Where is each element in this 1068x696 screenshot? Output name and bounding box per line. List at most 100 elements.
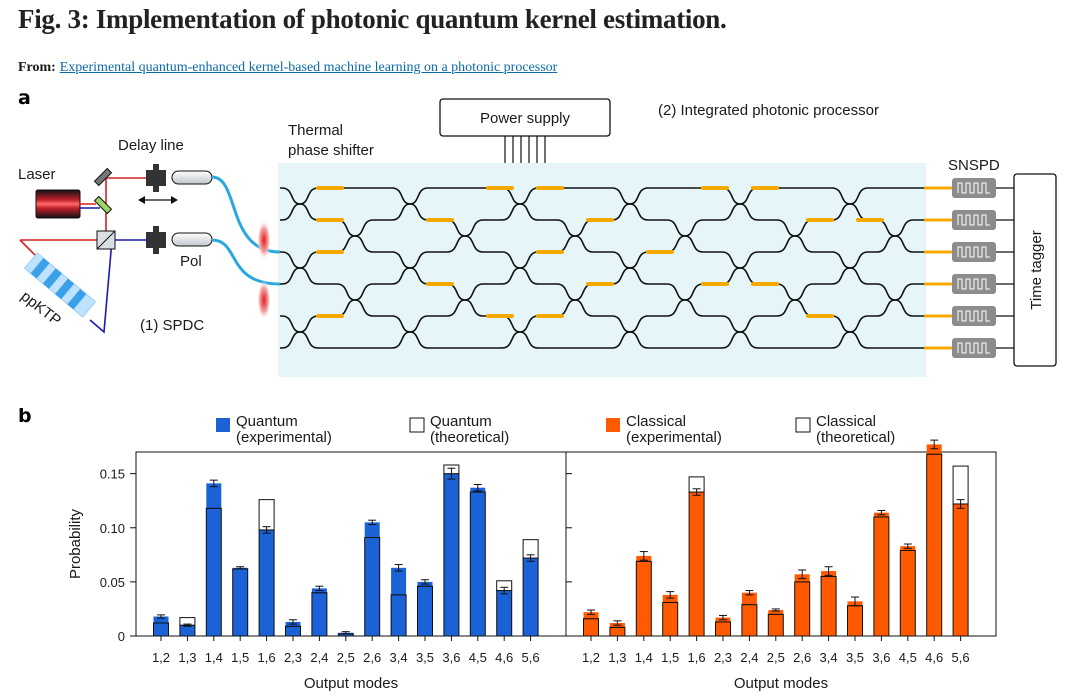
exp-bar-top <box>153 616 169 624</box>
x-tick-label: 1,4 <box>205 650 223 665</box>
exp-bar <box>258 529 275 637</box>
exp-bar <box>153 622 169 637</box>
exp-bar-top <box>768 610 784 615</box>
x-tick-label: 2,3 <box>284 650 302 665</box>
exp-bar <box>820 575 837 637</box>
exp-bar-top <box>926 444 942 455</box>
exp-bar <box>926 453 943 637</box>
fiber-coupler-bottom <box>171 232 213 247</box>
exp-bar <box>311 592 328 637</box>
snspd-detectors <box>924 178 1014 358</box>
x-tick-label: 2,6 <box>793 650 811 665</box>
legend-swatch-classical-th <box>795 417 811 433</box>
exp-bar <box>232 568 249 637</box>
legend: Quantum (experimental) Quantum (theoreti… <box>216 413 895 446</box>
meander-icon <box>957 342 990 354</box>
x-tick-label: 5,6 <box>952 650 970 665</box>
x-tick-label: 3,5 <box>416 650 434 665</box>
meander-icon <box>957 246 990 258</box>
legend-quantum-exp-2: (experimental) <box>236 429 332 446</box>
exp-bar <box>847 605 863 637</box>
x-tick-label: 1,4 <box>635 650 653 665</box>
waveguide-path <box>280 331 924 349</box>
arrow-left-icon <box>138 196 145 204</box>
article-link[interactable]: Experimental quantum-enhanced kernel-bas… <box>59 60 558 75</box>
ppktp-crystal <box>23 252 97 318</box>
x-axis-label-quantum: Output modes <box>304 675 398 692</box>
legend-classical-th-2: (theoretical) <box>816 429 895 446</box>
theory-bar <box>952 465 969 505</box>
photonic-chip <box>278 163 926 377</box>
x-tick-label: 2,6 <box>363 650 381 665</box>
y-tick-label: 0.15 <box>100 467 125 482</box>
x-tick-label: 3,4 <box>390 650 408 665</box>
exp-bar <box>688 491 705 637</box>
panel-b-letter: b <box>18 405 32 427</box>
delay-line-label: Delay line <box>118 137 184 154</box>
from-line: From: Experimental quantum-enhanced kern… <box>18 58 557 76</box>
exp-bar <box>662 601 679 637</box>
exp-bar <box>583 618 599 637</box>
x-tick-label: 3,6 <box>872 650 890 665</box>
y-axis: 00.050.100.15 <box>100 467 572 644</box>
meander-icon <box>957 214 990 226</box>
exp-bar <box>417 585 433 637</box>
x-tick-label: 4,6 <box>925 650 943 665</box>
x-tick-label: 3,6 <box>442 650 460 665</box>
exp-bar <box>469 491 486 637</box>
processor-label: (2) Integrated photonic processor <box>658 102 879 119</box>
x-tick-label: 4,6 <box>495 650 513 665</box>
exp-bar <box>715 621 731 637</box>
exp-bar <box>635 560 652 637</box>
thermal-label-1: Thermal <box>288 122 343 139</box>
legend-quantum-exp-1: Quantum <box>236 413 298 430</box>
x-axis-label-classical: Output modes <box>734 675 828 692</box>
laser-source <box>35 189 81 219</box>
exp-bar <box>741 604 758 637</box>
exp-bar <box>952 503 969 637</box>
exp-bar <box>609 626 626 637</box>
x-tick-label: 1,6 <box>688 650 706 665</box>
exp-bar <box>205 507 222 637</box>
x-tick-label: 5,6 <box>522 650 540 665</box>
exp-bar <box>767 613 784 637</box>
x-tick-label: 1,2 <box>582 650 600 665</box>
waveguide-path <box>280 235 924 269</box>
x-tick-label: 1,5 <box>231 650 249 665</box>
idler-beam <box>80 207 146 334</box>
x-tick-label: 4,5 <box>899 650 917 665</box>
legend-classical-th-1: Classical <box>816 413 876 430</box>
panel-a-letter: a <box>18 87 31 109</box>
x-tick-label: 4,5 <box>469 650 487 665</box>
legend-classical-exp-2: (experimental) <box>626 429 722 446</box>
laser-label: Laser <box>18 166 56 183</box>
exp-bar-top <box>391 567 407 595</box>
x-tick-label: 1,3 <box>608 650 626 665</box>
legend-quantum-th-2: (theoretical) <box>430 429 509 446</box>
fiber-coupler-top <box>171 170 213 185</box>
exp-bar-top <box>364 522 380 538</box>
power-supply-label: Power supply <box>480 110 571 127</box>
meander-icon <box>957 310 990 322</box>
exp-bar <box>443 473 460 637</box>
thermal-phase-shifters <box>316 186 884 318</box>
input-photon-glow <box>257 280 271 320</box>
legend-swatch-quantum-exp <box>216 418 230 432</box>
exp-bar <box>899 549 916 637</box>
y-tick-label: 0.05 <box>100 575 125 590</box>
exp-bar <box>496 590 513 637</box>
exp-bar <box>179 624 196 637</box>
time-tagger-box <box>1013 173 1057 367</box>
x-tick-label: 2,4 <box>310 650 328 665</box>
exp-bar-top <box>206 483 222 509</box>
x-tick-label: 1,2 <box>152 650 170 665</box>
input-photon-glow <box>257 220 271 260</box>
pol-label: Pol <box>180 253 202 270</box>
exp-bar-top <box>662 594 678 603</box>
power-supply-wires <box>504 136 546 163</box>
dichroic-mirror-icon <box>93 195 113 215</box>
x-tick-label: 1,3 <box>178 650 196 665</box>
from-label: From: <box>18 60 56 75</box>
